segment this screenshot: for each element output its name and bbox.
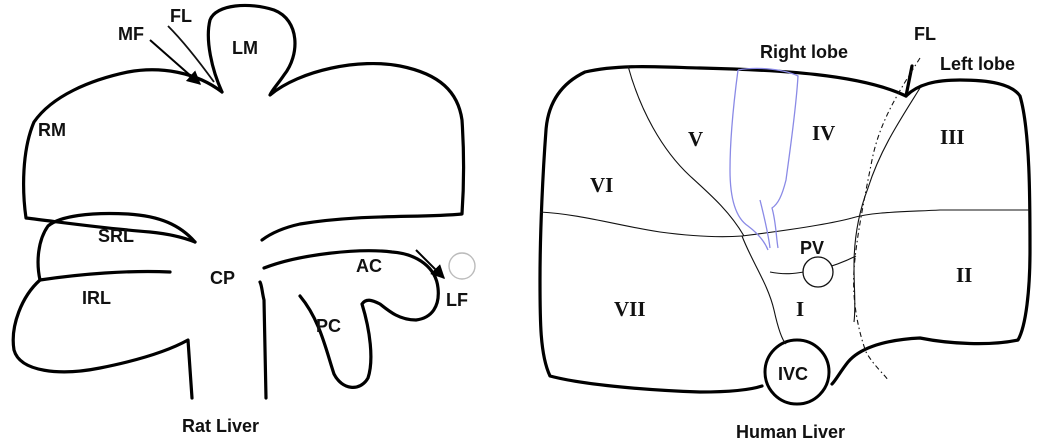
human-right-lobe-outline — [540, 67, 906, 392]
rat-label-rm: RM — [38, 120, 66, 140]
human-seg-line-left-vertical — [854, 88, 920, 322]
human-label-ivc: IVC — [778, 364, 808, 384]
rat-label-pc: PC — [316, 316, 341, 336]
rat-caudate-outline — [264, 251, 438, 388]
rat-label-srl: SRL — [98, 226, 134, 246]
segment-label-vii: VII — [614, 297, 646, 321]
segment-label-v: V — [688, 127, 703, 151]
human-seg-line-caudate-left — [742, 236, 786, 344]
segment-label-iii: III — [940, 125, 965, 149]
rat-label-ac: AC — [356, 256, 382, 276]
human-label-left-lobe: Left lobe — [940, 54, 1015, 74]
human-seg-line-umbilical — [854, 58, 920, 380]
segment-label-i: I — [796, 297, 804, 321]
rat-label-lf: LF — [446, 290, 468, 310]
human-pv-circle — [803, 257, 833, 287]
rat-mf-arrow — [150, 40, 200, 84]
rat-label-mf: MF — [118, 24, 144, 44]
segment-label-ii: II — [956, 263, 972, 287]
rat-main-lobe-outline — [24, 70, 222, 242]
human-liver-diagram: VI V IV III II I VII Right lobe FL Left … — [540, 24, 1030, 442]
rat-lf-arrow — [416, 250, 444, 278]
human-seg-line-6-5 — [628, 66, 744, 236]
human-label-pv: PV — [800, 238, 824, 258]
rat-label-irl: IRL — [82, 288, 111, 308]
rat-label-fl: FL — [170, 6, 192, 26]
segment-label-iv: IV — [812, 121, 835, 145]
rat-label-lm: LM — [232, 38, 258, 58]
rat-liver-diagram: FL MF LM RM SRL IRL CP AC PC LF Rat Live… — [13, 5, 475, 436]
rat-lf-circle — [449, 253, 475, 279]
rat-liver-caption: Rat Liver — [182, 416, 259, 436]
human-gallbladder — [730, 68, 798, 250]
rat-stem-right — [260, 282, 266, 398]
segment-label-vi: VI — [590, 173, 613, 197]
human-seg-line-horizontal-right — [540, 212, 742, 237]
human-label-fl: FL — [914, 24, 936, 44]
human-liver-caption: Human Liver — [736, 422, 845, 442]
human-label-right-lobe: Right lobe — [760, 42, 848, 62]
human-left-lobe-outline — [832, 80, 1030, 384]
human-seg-line-horizontal-mid — [742, 210, 1030, 236]
rat-label-cp: CP — [210, 268, 235, 288]
